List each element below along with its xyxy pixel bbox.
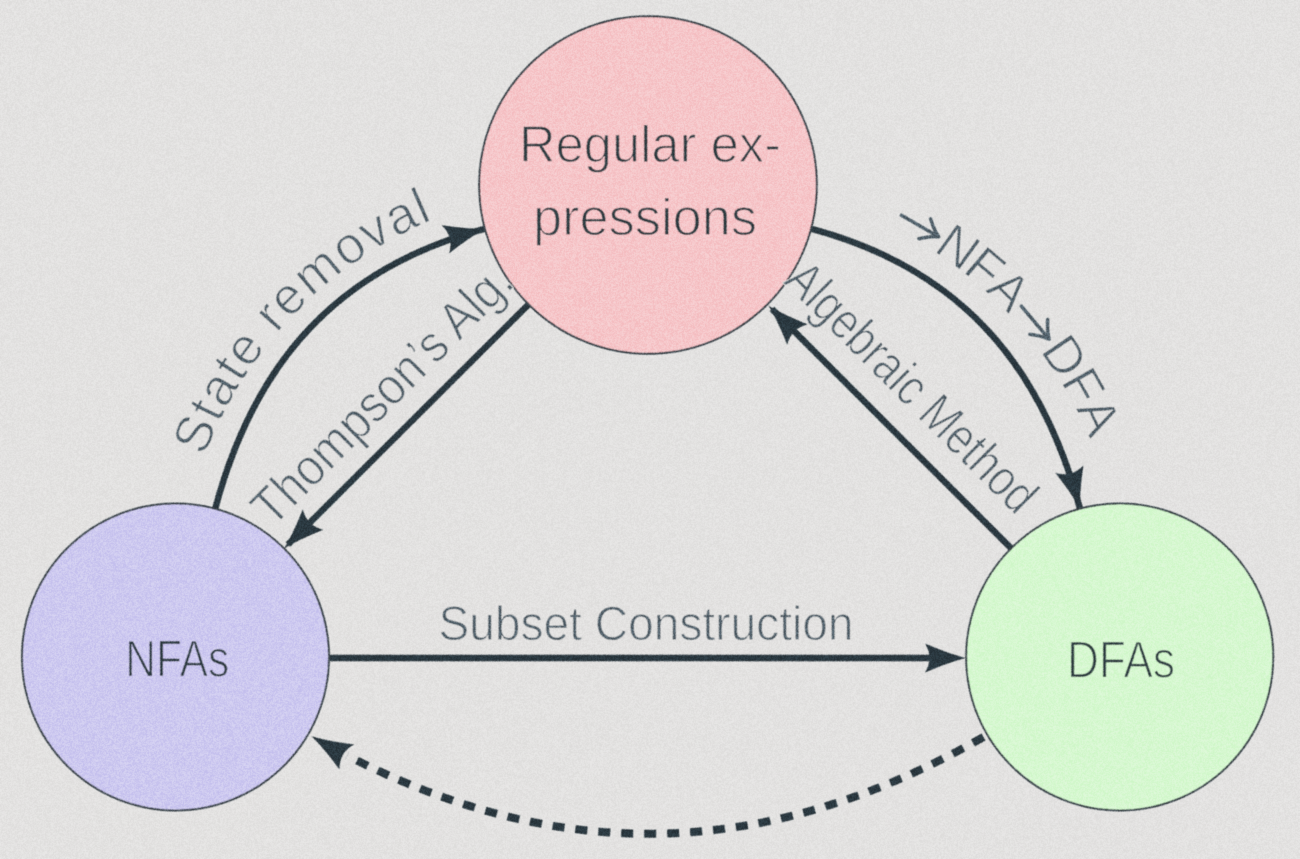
svg-text:Regular ex-: Regular ex- bbox=[519, 116, 781, 174]
svg-text:pressions: pressions bbox=[533, 189, 757, 247]
svg-text:NFAs: NFAs bbox=[125, 631, 229, 689]
svg-text:Subset Construction: Subset Construction bbox=[439, 598, 854, 651]
svg-text:DFAs: DFAs bbox=[1067, 632, 1175, 690]
